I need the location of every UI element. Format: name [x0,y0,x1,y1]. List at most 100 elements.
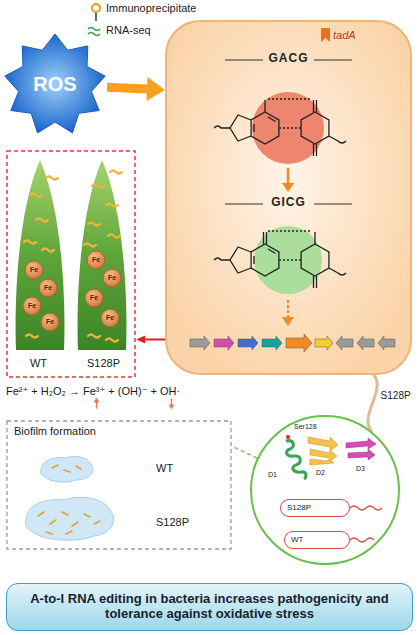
gene-operon-part [378,336,395,350]
bacteria-part [108,235,120,238]
sheet-domain-part [348,449,375,460]
biofilm-blob [25,497,113,540]
bacteria-part [88,335,100,338]
ic-base-pair-part [301,244,329,276]
node-text: Ser128 [294,423,317,431]
increase-arrow-part [94,398,100,403]
iron-particles-part [87,251,105,269]
biofilm-panel-part [7,421,231,549]
expression-arrow-part [282,317,294,326]
expression-arrow-part [287,300,289,319]
dashed-link [232,446,257,458]
flagella-part [350,506,382,510]
leaf [16,160,65,350]
node-text: D1 [268,471,277,479]
decrease-arrow-part [171,399,173,406]
decrease-arrow-part [169,405,175,410]
au-base-pair-part [314,144,317,156]
arrow-head [146,77,165,101]
sequence-lines-part [225,203,263,204]
flagella [350,506,382,542]
node-text: S128P [156,516,189,529]
ic-base-pair-part [230,247,251,273]
sequence-lines-part [225,59,263,60]
bacterial-cell-part [166,21,411,374]
bacteria-part [46,532,52,534]
iron-particles-part [25,261,43,279]
au-base-pair-part [264,100,265,112]
decrease-arrow [169,399,175,410]
wildtype-cell: WT [284,531,350,549]
ic-base-pair [214,231,346,288]
bacteria-part [42,249,54,252]
increase-arrow-part [96,402,98,409]
ic-base-pair-part [329,268,346,275]
edit-arrow-part [287,168,290,185]
bacteria-part [24,241,36,244]
edit-site-highlight [252,92,324,164]
sheet-domain-part [310,459,334,465]
mutant-cell: S128P [280,499,350,517]
biofilm-blob [40,456,92,482]
iron-particles-part [103,269,121,287]
conclusion-banner: A-to-I RNA editing in bacteria increases… [6,583,413,631]
au-base-pair-part [254,117,276,132]
iron-particles [23,251,121,331]
dashed-link [232,446,257,458]
node-text: GICG [165,196,412,210]
au-base-pair-part [314,100,317,112]
tail-line [368,375,377,431]
protein-panel-part [251,416,399,564]
bacterial-cell: tadAGACGGICG [165,20,412,375]
gene-operon-part [357,336,374,350]
rna-seq-icon-part [88,28,100,31]
sequence-lines-part [314,59,352,60]
gene-operon-part [238,336,258,350]
au-base-pair-part [214,126,230,128]
biofilm-panel [6,420,232,550]
bacteria-part [84,244,96,247]
bacteria-part [46,177,58,180]
element-symbol: Fe [44,284,52,292]
node-text: D3 [356,465,365,473]
bacteria-part [110,171,122,174]
gene-operon-part [262,336,282,350]
ic-base-pair-part [214,258,230,260]
node-text: WT [156,462,173,475]
bacteria-part [64,470,70,472]
sheet-domain [308,437,338,465]
iron-particles-part [85,289,103,307]
bacteria-part [106,339,118,342]
sheet-domain [346,438,376,460]
tada-icon [321,28,330,42]
node-text: WT [291,535,303,544]
gene-operon-part [214,336,234,350]
ic-base-pair-part [314,276,317,288]
node-text: Biofilm formation [14,425,96,438]
edit-arrow [282,168,294,192]
element-symbol: Fe [108,274,116,282]
bacteria-part [36,219,48,222]
gene-operon-part [315,336,333,350]
rna-seq-icon-part [88,33,100,36]
gene-operon-part [336,336,353,350]
iron-particles-part [23,297,41,315]
ic-base-pair-part [254,249,276,264]
gene-operon-part [286,334,312,352]
process-arrow [107,87,147,89]
bacteria-part [26,335,38,338]
bacteria-part [72,522,78,526]
bacteria-part [30,194,42,197]
iron-particles-part [39,279,57,297]
annotation-text: Fe²⁺ + H₂O₂ → Fe³⁺ + (OH)⁻ + OH· [6,385,180,398]
au-base-pair-part [251,112,279,144]
flagella-part [350,538,374,542]
expression-arrow [282,300,294,326]
node-text: A-to-I RNA editing in bacteria increases… [16,592,403,622]
bacteria-part [50,520,56,524]
bacteria-part [38,512,44,516]
bacteria-part [66,531,72,534]
bacteria-part [94,521,100,524]
node-text: WT [6,357,71,370]
